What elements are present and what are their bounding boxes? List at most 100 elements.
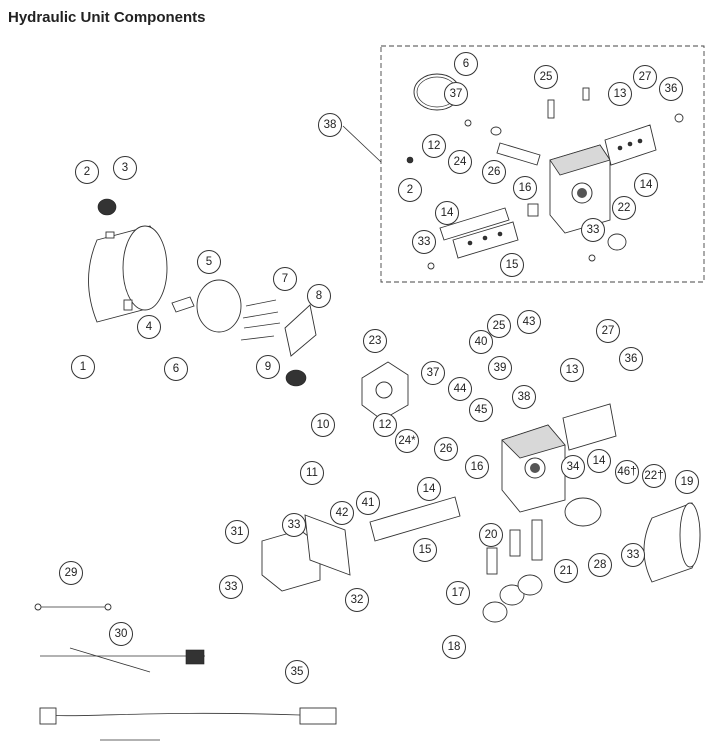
callout-label: 14 [441,207,454,219]
callout-label: 45 [475,404,488,416]
callout-label: 38 [324,119,337,131]
callout-label: 33 [587,224,600,236]
callout-15a: 15 [500,253,524,277]
callout-20: 20 [479,523,503,547]
callout-circle [479,523,503,547]
callout-43: 43 [517,310,541,334]
callout-circle [300,461,324,485]
callout-circle [469,398,493,422]
callout-label: 14 [593,455,606,467]
callout-1: 1 [71,355,95,379]
wire-harness-30 [40,647,205,673]
callout-9: 9 [256,355,280,379]
callout-40: 40 [469,330,493,354]
callout-circle [256,355,280,379]
callout-38a: 38 [318,113,342,137]
callout-circle [137,315,161,339]
callout-circle [311,413,335,437]
callout-circle [422,134,446,158]
control-module [261,514,351,592]
callout-circle [413,538,437,562]
callout-8: 8 [307,284,331,308]
callout-label: 39 [494,362,507,374]
callout-circle [554,559,578,583]
callout-label: 2 [407,184,413,196]
callout-circle [642,464,666,488]
filler-cap [97,198,117,216]
callout-circle [587,449,611,473]
callout-33a: 33 [412,230,436,254]
callout-circle [434,437,458,461]
callout-circle [612,196,636,220]
callout-label: 13 [566,364,579,376]
callout-31: 31 [225,520,249,544]
callout-label: 24* [398,435,416,447]
callout-label: 1 [80,361,86,373]
callout-label: 14 [423,483,436,495]
callout-24b: 24* [395,429,419,453]
callout-label: 33 [627,549,640,561]
pump-coupler [285,369,307,387]
callout-label: 19 [681,476,694,488]
callout-circle [219,575,243,599]
callout-14b: 14 [634,173,658,197]
callout-circle [500,253,524,277]
small-parts-kit [406,87,684,270]
callout-4: 4 [137,315,161,339]
callout-label: 41 [362,497,375,509]
callout-label: 33 [288,519,301,531]
callout-circle [417,477,441,501]
callout-label: 16 [471,461,484,473]
callout-14a: 14 [435,201,459,225]
pump-plate [284,304,317,357]
callout-29: 29 [59,561,83,585]
valve-strip-kit-lower [439,207,519,259]
callout-label: 5 [206,256,212,268]
callout-label: 2 [84,166,90,178]
callout-circle [285,660,309,684]
callout-15b: 15 [413,538,437,562]
callout-circle [307,284,331,308]
callout-33d: 33 [219,575,243,599]
callout-label: 44 [454,383,467,395]
callout-11: 11 [300,461,324,485]
callout-label: 12 [428,140,441,152]
callout-label: 36 [665,83,678,95]
valve-strip-upper [562,403,617,451]
callout-38b: 38 [512,385,536,409]
callout-label: 43 [523,316,536,328]
callout-32: 32 [345,588,369,612]
callout-circle [513,176,537,200]
callout-2b: 2 [75,160,99,184]
callout-label: 22† [644,470,663,482]
callout-circle [446,581,470,605]
callout-label: 21 [560,565,573,577]
callout-3: 3 [113,156,137,180]
callout-label: 26 [440,443,453,455]
callout-30: 30 [109,622,133,646]
callout-5: 5 [197,250,221,274]
callout-circle [395,429,419,453]
callout-label: 38 [518,391,531,403]
callout-6b: 6 [164,357,188,381]
callout-circle [330,501,354,525]
callout-26b: 26 [434,437,458,461]
callout-label: 33 [225,581,238,593]
callout-label: 16 [519,182,532,194]
callout-circle [356,491,380,515]
leader-line [342,125,382,163]
callout-label: 27 [602,325,615,337]
callout-circle [75,160,99,184]
callout-label: 11 [306,467,318,479]
callout-46: 46† [615,460,639,484]
callout-14d: 14 [417,477,441,501]
callout-23: 23 [363,329,387,353]
callout-label: 25 [493,320,506,332]
callout-circle [560,358,584,382]
callout-33b: 33 [581,218,605,242]
callout-circle [659,77,683,101]
callout-circle [634,173,658,197]
callout-circle [588,553,612,577]
callout-label: 42 [336,507,349,519]
callout-circle [197,250,221,274]
